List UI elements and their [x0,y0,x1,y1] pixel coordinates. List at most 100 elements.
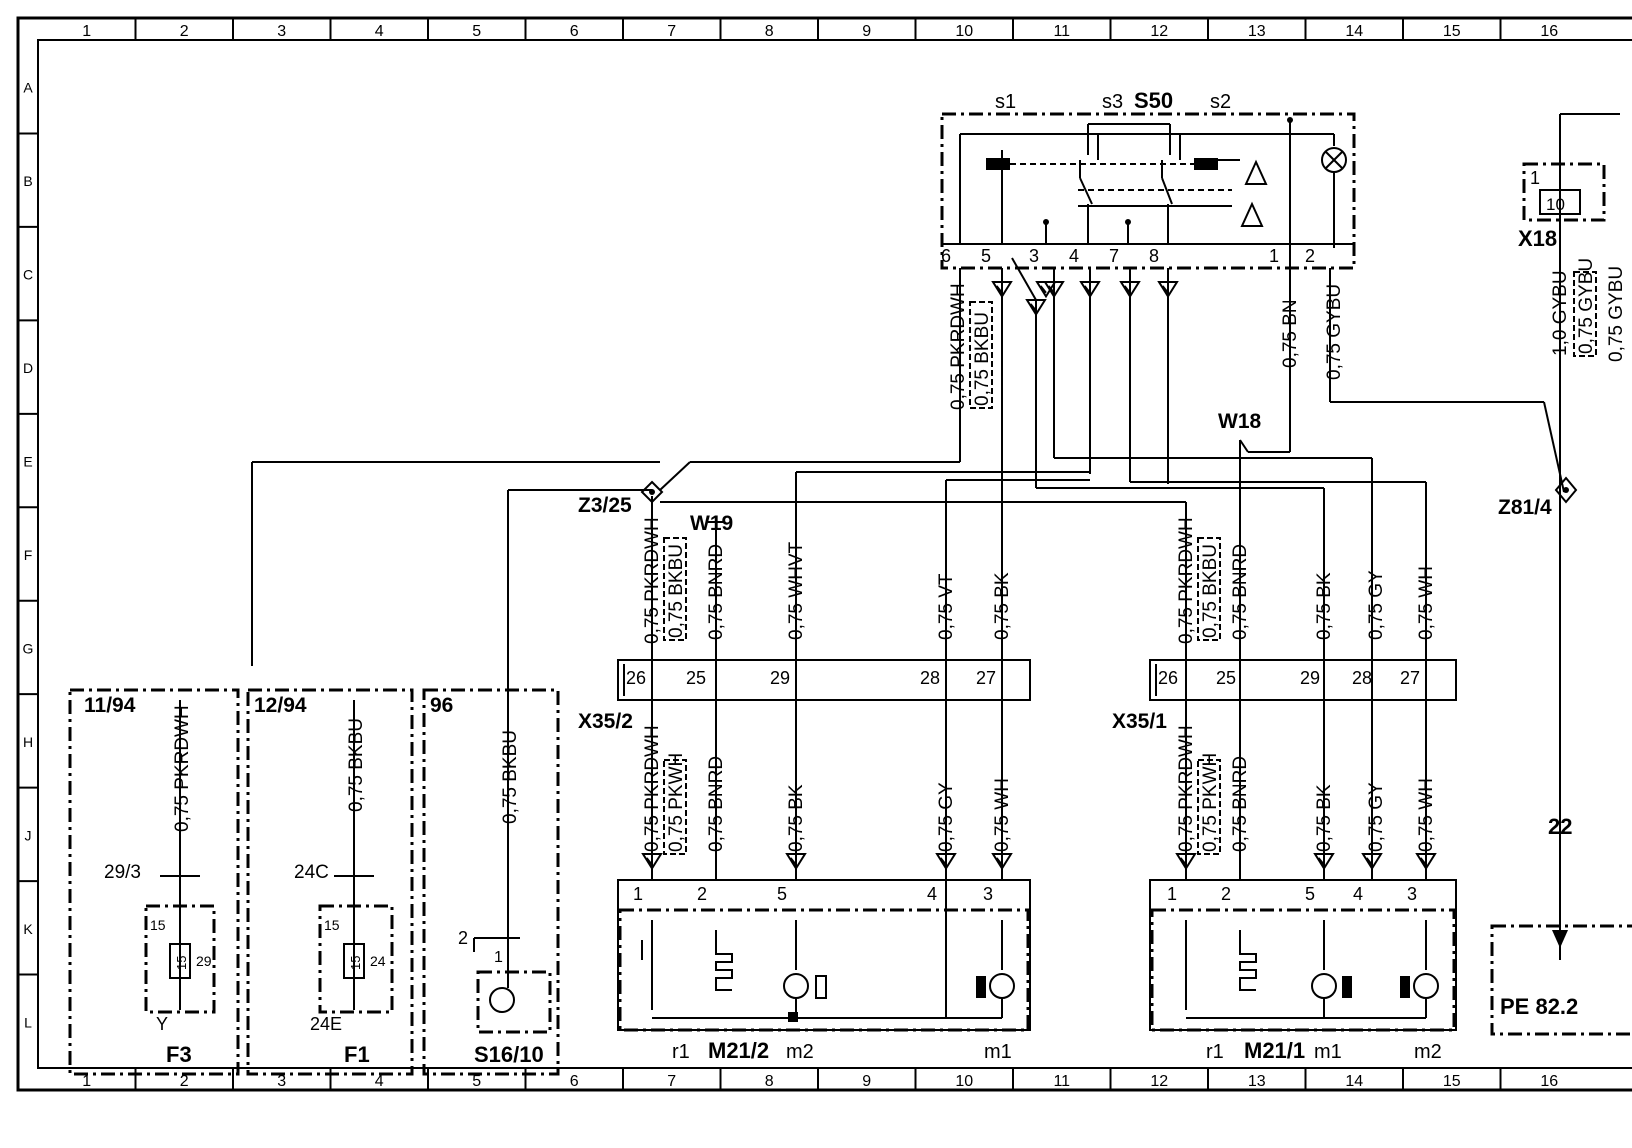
row-letter: K [23,921,33,937]
row-letter: H [23,734,33,750]
terminal-arrow-tick [995,857,1003,866]
s16-wire: 0,75 BKBU [500,730,521,824]
terminal-arrows [641,281,1437,871]
wire-dash-box [663,759,687,855]
ground-w18-label: W18 [1218,410,1262,433]
s50-label: S50 [1134,88,1173,113]
splice-z81-4-label: Z81/4 [1498,496,1552,519]
terminal-arrow [1175,853,1197,871]
terminal-arrow-tick [1419,857,1427,866]
m21-2-label: M21/2 [708,1038,769,1063]
f3-mid: 15 [174,956,189,970]
row-letter: J [25,827,32,843]
wire-label: 0,75 GYBU [1606,266,1627,362]
column-number: 8 [765,1073,774,1090]
f1-in: 15 [324,917,340,933]
column-number: 16 [1540,1073,1558,1090]
wire-dash-box [1197,537,1221,641]
terminal-arrow [991,281,1013,299]
f3-terminal: 29/3 [104,862,141,883]
switch-s50 [940,112,1356,270]
m21-2-label-r1: r1 [672,1041,690,1063]
row-letter: G [23,640,34,656]
x35-2-pin: 29 [770,668,790,688]
column-number: 12 [1150,23,1168,40]
wire-label: 0,75 GY [1366,570,1387,640]
column-number: 2 [180,23,189,40]
s16-ref: 96 [430,694,453,717]
f1-wire: 0,75 BKBU [346,718,367,812]
x18-label: X18 [1518,226,1557,251]
column-number: 14 [1345,23,1363,40]
motor-pin: 4 [927,884,937,904]
row-letter: E [23,454,32,470]
s50-pin: 7 [1109,246,1119,266]
splice-z81-4 [1554,476,1578,504]
s16-label: S16/10 [474,1042,544,1067]
terminal-arrow [1415,853,1437,871]
wire-label: 0,75 GYBU [1576,258,1597,354]
s50-pin: 3 [1029,246,1039,266]
motor-pin: 3 [983,884,993,904]
wire-label: 0,75 BKBU [972,312,993,406]
row-letter: D [23,360,33,376]
column-number: 15 [1443,23,1461,40]
wire-label: 0,75 WH [992,778,1013,852]
switch-s16-10-block [422,688,560,1076]
wire-label: 0,75 BN [1280,299,1301,368]
column-number: 10 [955,23,973,40]
wire-label: 0,75 BNRD [706,544,727,640]
column-number: 6 [570,23,579,40]
f1-mid: 15 [348,956,363,970]
terminal-arrow [1079,281,1101,299]
fuse-f1-block [246,688,414,1076]
column-number: 16 [1540,23,1558,40]
wire-label: 0,75 VT [936,573,957,640]
terminal-arrow [1119,281,1141,299]
s16-pin-top: 2 [458,928,468,948]
connector-bar-x35-1 [1149,659,1457,701]
terminal-arrow-tick [1047,285,1055,294]
s50-pin: 6 [941,246,951,266]
wire-label: 0,75 BKBU [1200,544,1221,638]
column-number: 1 [82,23,91,40]
column-number: 5 [472,23,481,40]
row-letter: F [24,547,33,563]
wire-label: 0,75 WHVT [786,541,807,640]
wire-label: 0,75 PKRDWH [1176,517,1197,644]
column-number: 10 [955,1073,973,1090]
column-number: 4 [375,23,384,40]
x35-2-pin: 25 [686,668,706,688]
s50-pin: 2 [1305,246,1315,266]
wire-dash-box [969,301,993,409]
column-number: 8 [765,23,774,40]
splice-z3-25-label: Z3/25 [578,494,632,517]
wire-label: 0,75 BK [1314,572,1335,640]
wire-label: 1,0 GYBU [1550,270,1571,356]
m21-2-label-m1: m1 [984,1041,1012,1063]
motor-pin: 2 [697,884,707,904]
row-letter: A [23,80,33,96]
terminal-arrow-tick [1123,285,1131,294]
wire-label: 0,75 PKWH [666,753,687,852]
s50-pin: 5 [981,246,991,266]
x18-pin: 1 [1530,168,1540,188]
wire-dash-box [1573,271,1597,357]
s16-pin-inner: 1 [494,949,503,966]
x35-1-label: X35/1 [1112,710,1167,733]
s50-contact-s2: s2 [1210,91,1231,113]
x35-1-pin: 25 [1216,668,1236,688]
wire-label: 0,75 GYBU [1324,284,1345,380]
terminal-arrow-tick [1039,285,1047,294]
f1-ref: 12/94 [254,694,307,717]
terminal-arrow-tick [645,857,653,866]
column-number: 15 [1443,1073,1461,1090]
m21-1-label-r1: r1 [1206,1041,1224,1063]
ref-text: PE 82.2 [1500,994,1578,1019]
column-number: 3 [277,23,286,40]
s50-pin: 1 [1269,246,1279,266]
